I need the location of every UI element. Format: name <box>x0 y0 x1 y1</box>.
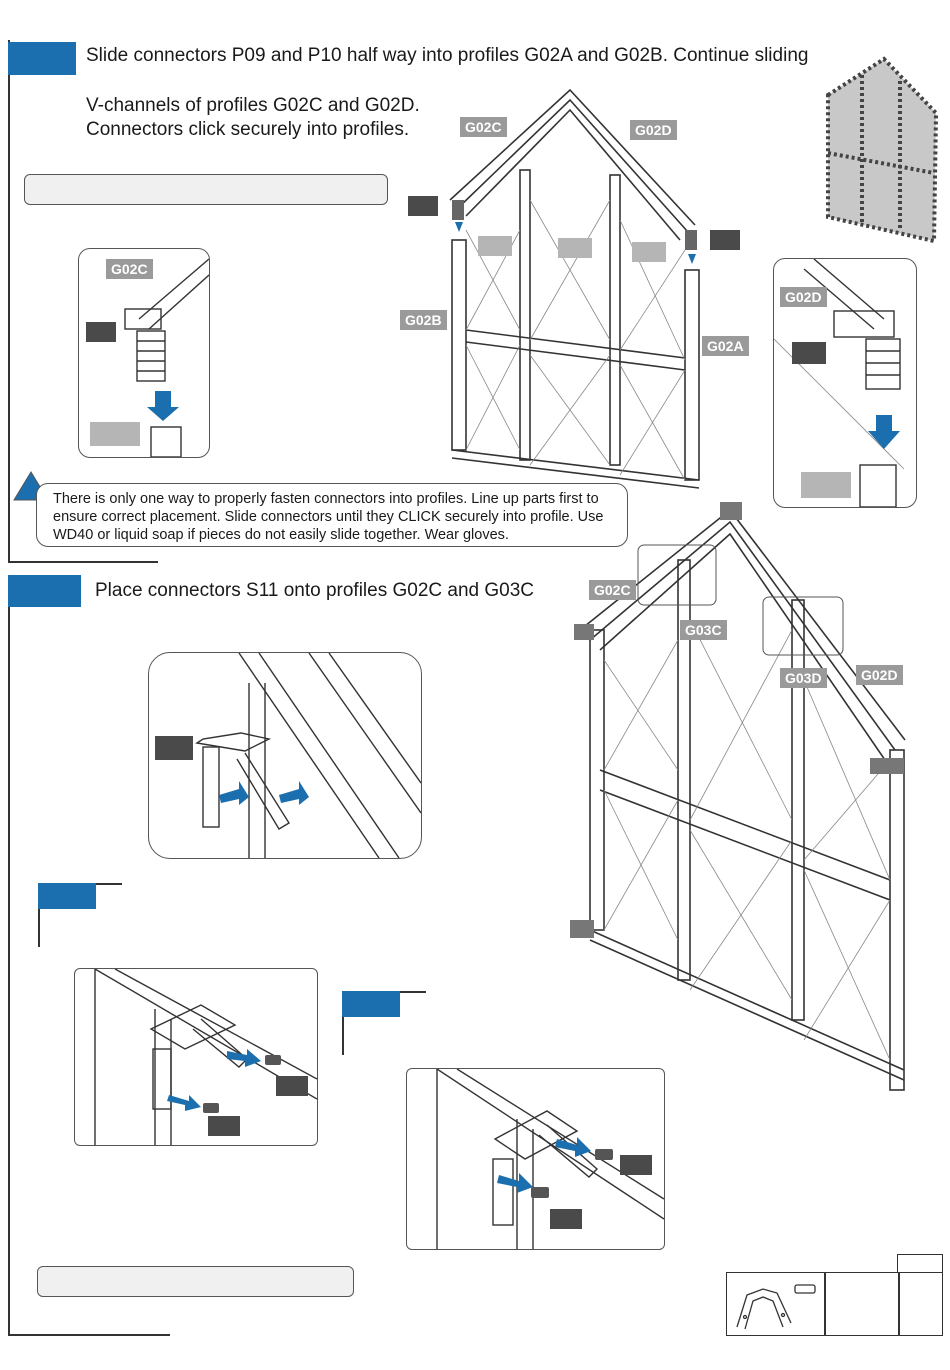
substep-a-tab <box>38 883 96 909</box>
step2-parts-bar <box>37 1266 354 1297</box>
label-g02d-step2: G02D <box>856 665 903 685</box>
detail-right-code-placeholder <box>792 342 826 364</box>
label-g02c-step2: G02C <box>589 580 636 600</box>
substep-a-code-bottom <box>208 1116 240 1136</box>
detail-left-code-placeholder <box>86 322 116 342</box>
part-code-placeholder-left <box>408 196 438 216</box>
step1-warning-box: There is only one way to properly fasten… <box>36 483 628 547</box>
step1-instruction-line1: Slide connectors P09 and P10 half way in… <box>86 45 809 66</box>
step2-detail-code-placeholder <box>155 736 193 760</box>
s11-connector-and-screw-icon <box>736 1284 816 1330</box>
panel-code-placeholder-3 <box>632 242 666 262</box>
step2-number-tab <box>8 575 81 607</box>
step2-detail-connector <box>148 652 422 859</box>
step1-instruction-line2: V-channels of profiles G02C and G02D. <box>86 95 420 116</box>
step1-parts-bar <box>24 174 388 205</box>
substep-a-code-right <box>276 1076 308 1096</box>
label-g02c-detail: G02C <box>106 259 153 279</box>
detail-left-profile-placeholder <box>90 422 140 446</box>
substep-a-detail <box>74 968 318 1146</box>
left-margin-line-bottom <box>8 575 10 1335</box>
label-g02b: G02B <box>400 310 447 330</box>
substep-b-code-right <box>620 1155 652 1175</box>
left-margin-bottom-line-top <box>8 561 158 563</box>
step1-instruction-line3: Connectors click securely into profiles. <box>86 119 410 140</box>
step1-gable-frame-drawing <box>449 88 700 489</box>
label-g02d-main: G02D <box>630 120 677 140</box>
gable-wall-icon <box>826 56 939 244</box>
step1-number-tab <box>8 42 76 75</box>
left-margin-bottom-line <box>8 1334 170 1336</box>
detail-s11-drawing <box>195 653 421 858</box>
label-g03d: G03D <box>780 668 827 688</box>
step2-instruction: Place connectors S11 onto profiles G02C … <box>95 580 535 601</box>
label-g03c: G03C <box>680 620 727 640</box>
label-g02c-main: G02C <box>460 117 507 137</box>
substep-b-tab <box>342 991 400 1017</box>
warning-text: There is only one way to properly fasten… <box>53 491 604 543</box>
left-margin-line-top <box>8 40 10 562</box>
parts-table-header-cell <box>897 1254 943 1272</box>
label-g02d-detail: G02D <box>780 287 827 307</box>
parts-table <box>726 1272 943 1336</box>
substep-b-screw-drawing <box>436 1069 664 1249</box>
part-code-placeholder-right <box>710 230 740 250</box>
substep-b-line-top <box>400 991 426 993</box>
substep-a-screw-drawing <box>94 969 317 1145</box>
substep-a-line-top <box>96 883 122 885</box>
parts-table-divider-1 <box>824 1273 826 1335</box>
label-g02a: G02A <box>702 336 749 356</box>
panel-code-placeholder-1 <box>478 236 512 256</box>
step2-gable-frame-drawing <box>570 502 906 1091</box>
substep-b-code-bottom <box>550 1209 582 1229</box>
substep-b-line-left <box>342 1017 344 1055</box>
panel-code-placeholder-2 <box>558 238 592 258</box>
detail-right-profile-placeholder <box>801 472 851 498</box>
substep-a-line-left <box>38 909 40 947</box>
parts-table-divider-2 <box>898 1273 900 1335</box>
detail-left-connector-drawing <box>124 258 209 457</box>
